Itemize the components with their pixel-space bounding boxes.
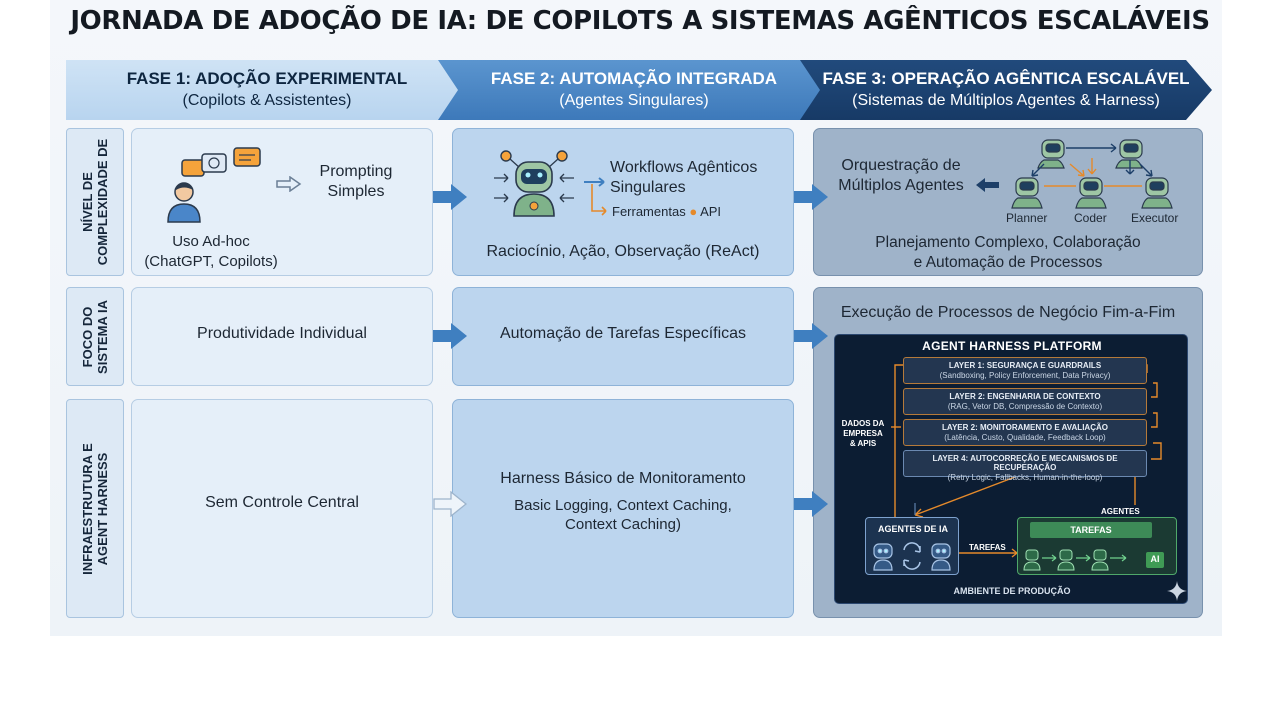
phase3-desc-line1: Planejamento Complexo, Colaboração bbox=[875, 234, 1141, 251]
planner-label: Planner bbox=[1006, 211, 1048, 225]
prompting-line1: Prompting bbox=[319, 163, 393, 180]
phase-1-title: FASE 1: ADOÇÃO EXPERIMENTAL bbox=[126, 69, 408, 88]
infra-phase2-line1: Basic Logging, Context Caching, bbox=[514, 497, 732, 514]
layer-monitoring: LAYER 2: MONITORAMENTO E AVALIAÇÃO (Latê… bbox=[903, 419, 1147, 446]
agents-flow-label: AGENTES bbox=[1101, 507, 1140, 516]
orchestration-line1: Orquestração de bbox=[841, 157, 961, 174]
page-title: JORNADA DE ADOÇÃO DE IA: DE COPILOTS A S… bbox=[70, 6, 1210, 36]
tools-label: Ferramentas bbox=[612, 204, 686, 219]
task-robots-icon bbox=[1023, 549, 1127, 571]
orchestration-line2: Múltiplos Agentes bbox=[838, 177, 964, 194]
enterprise-data-label: DADOS DA EMPRESA & APIS bbox=[837, 419, 889, 449]
prompting-line2: Simples bbox=[327, 183, 385, 200]
phase-arrow-outline-icon bbox=[433, 491, 467, 517]
api-label: API bbox=[700, 204, 722, 219]
phase-arrow-icon bbox=[794, 184, 828, 210]
user-icon bbox=[167, 182, 201, 223]
focus-phase2: Automação de Tarefas Específicas bbox=[499, 325, 747, 342]
phase-1-banner: FASE 1: ADOÇÃO EXPERIMENTAL (Copilots & … bbox=[66, 60, 468, 120]
workflow-text: Workflows Agênticos Singulares bbox=[610, 158, 790, 198]
layer-monitoring-title: LAYER 2: MONITORAMENTO E AVALIAÇÃO bbox=[942, 423, 1108, 432]
phase-3-banner: FASE 3: OPERAÇÃO AGÊNTICA ESCALÁVEL (Sis… bbox=[800, 60, 1212, 120]
phase-3-title: FASE 3: OPERAÇÃO AGÊNTICA ESCALÁVEL bbox=[822, 69, 1190, 88]
layer-security-sub: (Sandboxing, Policy Enforcement, Data Pr… bbox=[939, 371, 1111, 380]
phase-3-subtitle: (Sistemas de Múltiplos Agentes & Harness… bbox=[852, 92, 1160, 109]
usage-line1: Uso Ad-hoc bbox=[172, 233, 250, 250]
coder-label: Coder bbox=[1074, 211, 1107, 225]
tasks-flow-label: TAREFAS bbox=[969, 543, 1006, 552]
infra-phase2-details: Basic Logging, Context Caching, Context … bbox=[452, 496, 794, 534]
phase-arrow-icon bbox=[794, 323, 828, 349]
phase3-desc-line2: e Automação de Processos bbox=[913, 254, 1103, 271]
phase-arrow-icon bbox=[794, 491, 828, 517]
dados-line3: & APIS bbox=[849, 439, 877, 448]
phase-arrow-icon bbox=[433, 184, 467, 210]
workflow-connector-icon bbox=[584, 177, 607, 216]
harness-title: AGENT HARNESS PLATFORM bbox=[922, 339, 1102, 353]
layer-security-title: LAYER 1: SEGURANÇA E GUARDRAILS bbox=[948, 361, 1102, 370]
usage-line2: (ChatGPT, Copilots) bbox=[144, 253, 278, 270]
sparkle-icon bbox=[1167, 581, 1187, 601]
infra-phase2-title: Harness Básico de Monitoramento bbox=[500, 470, 746, 487]
orchestration-text: Orquestração de Múltiplos Agentes bbox=[830, 156, 972, 196]
workflow-line1: Workflows Agênticos bbox=[610, 159, 758, 176]
phase3-complexity-desc: Planejamento Complexo, Colaboração e Aut… bbox=[813, 233, 1203, 273]
dados-line2: EMPRESA bbox=[843, 429, 883, 438]
robot-icon bbox=[494, 150, 574, 217]
tasks-box-title: TAREFAS bbox=[1030, 522, 1152, 538]
infra-phase1: Sem Controle Central bbox=[205, 494, 359, 511]
executor-label: Executor bbox=[1131, 211, 1179, 225]
react-text: Raciocínio, Ação, Observação (ReAct) bbox=[486, 243, 760, 260]
layer-recovery-title: LAYER 4: AUTOCORREÇÃO E MECANISMOS DE RE… bbox=[932, 454, 1118, 472]
arrow-left-icon bbox=[976, 178, 999, 192]
ai-badge: AI bbox=[1146, 552, 1164, 568]
phase-2-banner: FASE 2: AUTOMAÇÃO INTEGRADA (Agentes Sin… bbox=[438, 60, 830, 120]
tasks-box: TAREFAS AI bbox=[1017, 517, 1177, 575]
agents-box-title: AGENTES DE IA bbox=[877, 524, 948, 534]
cell-phase2-infra bbox=[452, 399, 794, 618]
infra-phase2-line2: Context Caching) bbox=[565, 516, 681, 533]
ai-agents-icon bbox=[873, 542, 951, 571]
phase-2-subtitle: (Agentes Singulares) bbox=[559, 92, 709, 109]
focus-phase1: Produtividade Individual bbox=[197, 325, 367, 342]
dados-line1: DADOS DA bbox=[841, 419, 885, 428]
phase-1-subtitle: (Copilots & Assistentes) bbox=[182, 92, 352, 109]
agent-harness-platform: AGENT HARNESS PLATFORM LAYER 1: SEGURANÇ… bbox=[834, 334, 1188, 604]
agents-box: AGENTES DE IA bbox=[865, 517, 959, 575]
layer-monitoring-sub: (Latência, Custo, Qualidade, Feedback Lo… bbox=[944, 433, 1106, 442]
chat-bubbles-icon bbox=[181, 147, 261, 177]
cell-phase1-focus bbox=[131, 287, 433, 386]
layer-context: LAYER 2: ENGENHARIA DE CONTEXTO (RAG, Ve… bbox=[903, 388, 1147, 415]
focus-phase3: Execução de Processos de Negócio Fim-a-F… bbox=[840, 304, 1176, 321]
cell-phase1-complexity bbox=[131, 128, 433, 276]
phase-2-title: FASE 2: AUTOMAÇÃO INTEGRADA bbox=[490, 69, 778, 88]
bullet-dot: ● bbox=[689, 204, 698, 219]
usage-text: Uso Ad-hoc (ChatGPT, Copilots) bbox=[131, 232, 291, 272]
phase-arrow-icon bbox=[433, 323, 467, 349]
layer-recovery-sub: (Retry Logic, Fallbacks, Human-in-the-lo… bbox=[947, 473, 1103, 482]
workflow-line2: Singulares bbox=[610, 179, 686, 196]
cell-phase2-complexity bbox=[452, 128, 794, 276]
layer-security: LAYER 1: SEGURANÇA E GUARDRAILS (Sandbox… bbox=[903, 357, 1147, 384]
layer-recovery: LAYER 4: AUTOCORREÇÃO E MECANISMOS DE RE… bbox=[903, 450, 1147, 482]
cell-phase1-infra bbox=[131, 399, 433, 618]
layer-context-sub: (RAG, Vetor DB, Compressão de Contexto) bbox=[947, 402, 1103, 411]
arrow-right-icon bbox=[276, 176, 302, 192]
production-environment-label: AMBIENTE DE PRODUÇÃO bbox=[953, 586, 1071, 596]
layer-context-title: LAYER 2: ENGENHARIA DE CONTEXTO bbox=[949, 392, 1101, 401]
tools-api-text: Ferramentas ● API bbox=[612, 204, 721, 219]
prompting-text: Prompting Simples bbox=[306, 162, 406, 202]
multi-agent-robots-icon bbox=[1011, 139, 1173, 209]
